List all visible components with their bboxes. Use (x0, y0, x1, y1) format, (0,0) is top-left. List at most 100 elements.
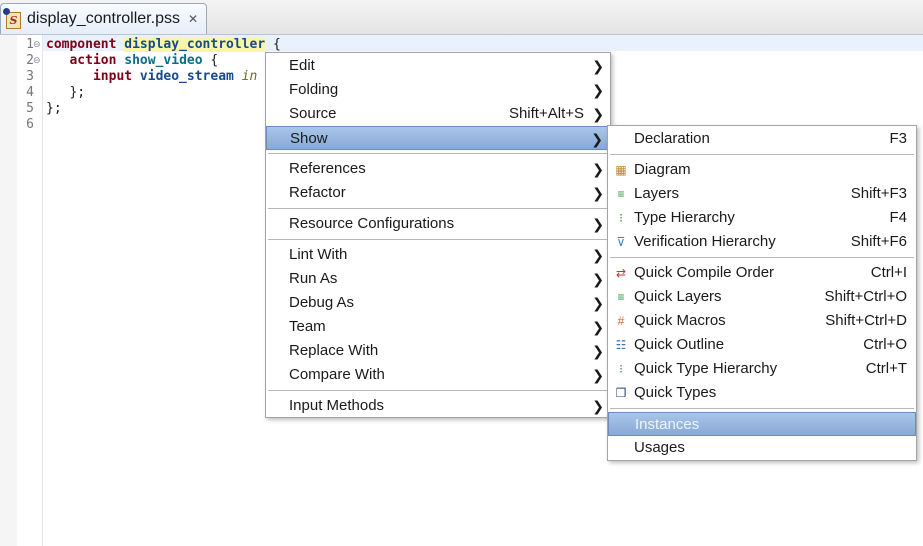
menu-item-label: Quick Outline (634, 336, 725, 353)
code-line: component display_controller { (46, 37, 281, 52)
menu-item-show[interactable]: Show❯ (266, 126, 610, 150)
menu-item-label: Quick Types (634, 384, 717, 401)
submenu-item-instances[interactable]: Instances (608, 412, 916, 436)
code-token: { (202, 53, 219, 68)
menu-item-debug-as[interactable]: Debug As ❯ (266, 291, 610, 315)
chevron-right-icon: ❯ (592, 247, 604, 263)
menu-item-shortcut: Shift+Ctrl+O (824, 288, 907, 305)
chevron-right-icon: ❯ (592, 58, 604, 74)
submenu-item-quick-types[interactable]: ❐ Quick Types (608, 381, 916, 405)
code-token: video_stream (139, 69, 234, 84)
menu-item-references[interactable]: References❯ (266, 157, 610, 181)
code-token: input (46, 69, 133, 84)
code-token: component (46, 37, 117, 52)
chevron-right-icon: ❯ (592, 319, 604, 335)
line-number: 4 (26, 85, 34, 100)
menu-separator (610, 154, 914, 155)
menu-item-label: Input Methods (289, 397, 385, 414)
chevron-right-icon: ❯ (592, 82, 604, 98)
menu-item-label: Source (289, 105, 337, 122)
line-number: 5 (26, 101, 34, 116)
code-token: { (265, 37, 281, 52)
menu-item-label: Refactor (289, 184, 346, 201)
menu-item-shortcut: F4 (889, 209, 907, 226)
menu-item-label: Type Hierarchy (634, 209, 735, 226)
code-token: show_video (124, 53, 203, 68)
menu-item-refactor[interactable]: Refactor ❯ (266, 181, 610, 205)
menu-item-label: Quick Macros (634, 312, 726, 329)
gutter-divider (42, 35, 43, 546)
menu-item-label: Debug As (289, 294, 355, 311)
code-token: action (46, 53, 117, 68)
menu-item-label: Verification Hierarchy (634, 233, 776, 250)
submenu-item-quick-compile-order[interactable]: ⇄ Quick Compile Order Ctrl+I (608, 261, 916, 285)
menu-item-shortcut: Ctrl+O (863, 336, 907, 353)
menu-item-team[interactable]: Team ❯ (266, 315, 610, 339)
fold-toggle-icon[interactable]: ⊖ (33, 39, 41, 49)
code-line: input video_stream in (46, 69, 257, 84)
editor-tab-bar: S display_controller.pss ✕ (0, 0, 923, 35)
chevron-right-icon: ❯ (592, 343, 604, 359)
menu-separator (268, 239, 608, 240)
chevron-right-icon: ❯ (592, 106, 604, 122)
menu-item-shortcut: Shift+Alt+S (508, 105, 584, 122)
menu-item-label: Edit (289, 57, 315, 74)
chevron-right-icon: ❯ (592, 185, 604, 201)
menu-item-compare-with[interactable]: Compare With ❯ (266, 363, 610, 387)
line-number: 6 (26, 117, 34, 132)
chevron-right-icon: ❯ (592, 367, 604, 383)
submenu-item-usages[interactable]: Usages (608, 436, 916, 460)
fold-toggle-icon[interactable]: ⊖ (33, 55, 41, 65)
menu-item-shortcut: Ctrl+T (865, 360, 907, 377)
menu-separator (268, 208, 608, 209)
hash-icon: # (617, 314, 625, 328)
types-icon: ❐ (615, 386, 627, 400)
menu-item-edit[interactable]: Edit ❯ (266, 54, 610, 78)
menu-item-label: Replace With (289, 342, 379, 359)
editor-tab[interactable]: S display_controller.pss ✕ (0, 3, 208, 34)
pss-file-icon: S (3, 8, 21, 29)
menu-item-replace-with[interactable]: Replace With ❯ (266, 339, 610, 363)
menu-item-label: Folding (289, 81, 339, 98)
compile-order-icon: ⇄ (615, 266, 627, 280)
code-token: }; (46, 101, 62, 116)
menu-item-lint-with[interactable]: Lint With❯ (266, 243, 610, 267)
menu-item-label: Show (290, 130, 328, 147)
layers-icon: ≡ (617, 290, 625, 304)
close-icon[interactable]: ✕ (187, 12, 199, 26)
menu-item-label: References (289, 160, 366, 177)
menu-separator (610, 408, 914, 409)
menu-item-source[interactable]: Source Shift+Alt+S ❯ (266, 102, 610, 126)
code-token: display_controller (124, 37, 266, 52)
menu-item-label: Usages (634, 439, 685, 456)
menu-item-folding[interactable]: Folding ❯ (266, 78, 610, 102)
menu-item-input-methods[interactable]: Input Methods ❯ (266, 394, 610, 418)
menu-item-shortcut: Ctrl+I (870, 264, 907, 281)
layers-icon: ≡ (617, 187, 625, 201)
menu-item-run-as[interactable]: Run As ❯ (266, 267, 610, 291)
verification-hierarchy-icon: ⊽ (616, 235, 626, 249)
chevron-right-icon: ❯ (592, 216, 604, 232)
submenu-item-diagram[interactable]: ▦Diagram (608, 158, 916, 182)
menu-item-label: Run As (289, 270, 338, 287)
chevron-right-icon: ❯ (592, 295, 604, 311)
chevron-right-icon: ❯ (592, 271, 604, 287)
chevron-right-icon: ❯ (592, 398, 604, 414)
menu-item-label: Quick Compile Order (634, 264, 775, 281)
menu-item-label: Compare With (289, 366, 385, 383)
menu-item-resource-configurations[interactable]: Resource Configurations❯ (266, 212, 610, 236)
line-number: 3 (26, 69, 34, 84)
menu-item-label: Instances (635, 416, 700, 433)
menu-item-label: Team (289, 318, 326, 335)
menu-item-label: Quick Type Hierarchy (634, 360, 778, 377)
tab-title: display_controller.pss (27, 10, 180, 27)
